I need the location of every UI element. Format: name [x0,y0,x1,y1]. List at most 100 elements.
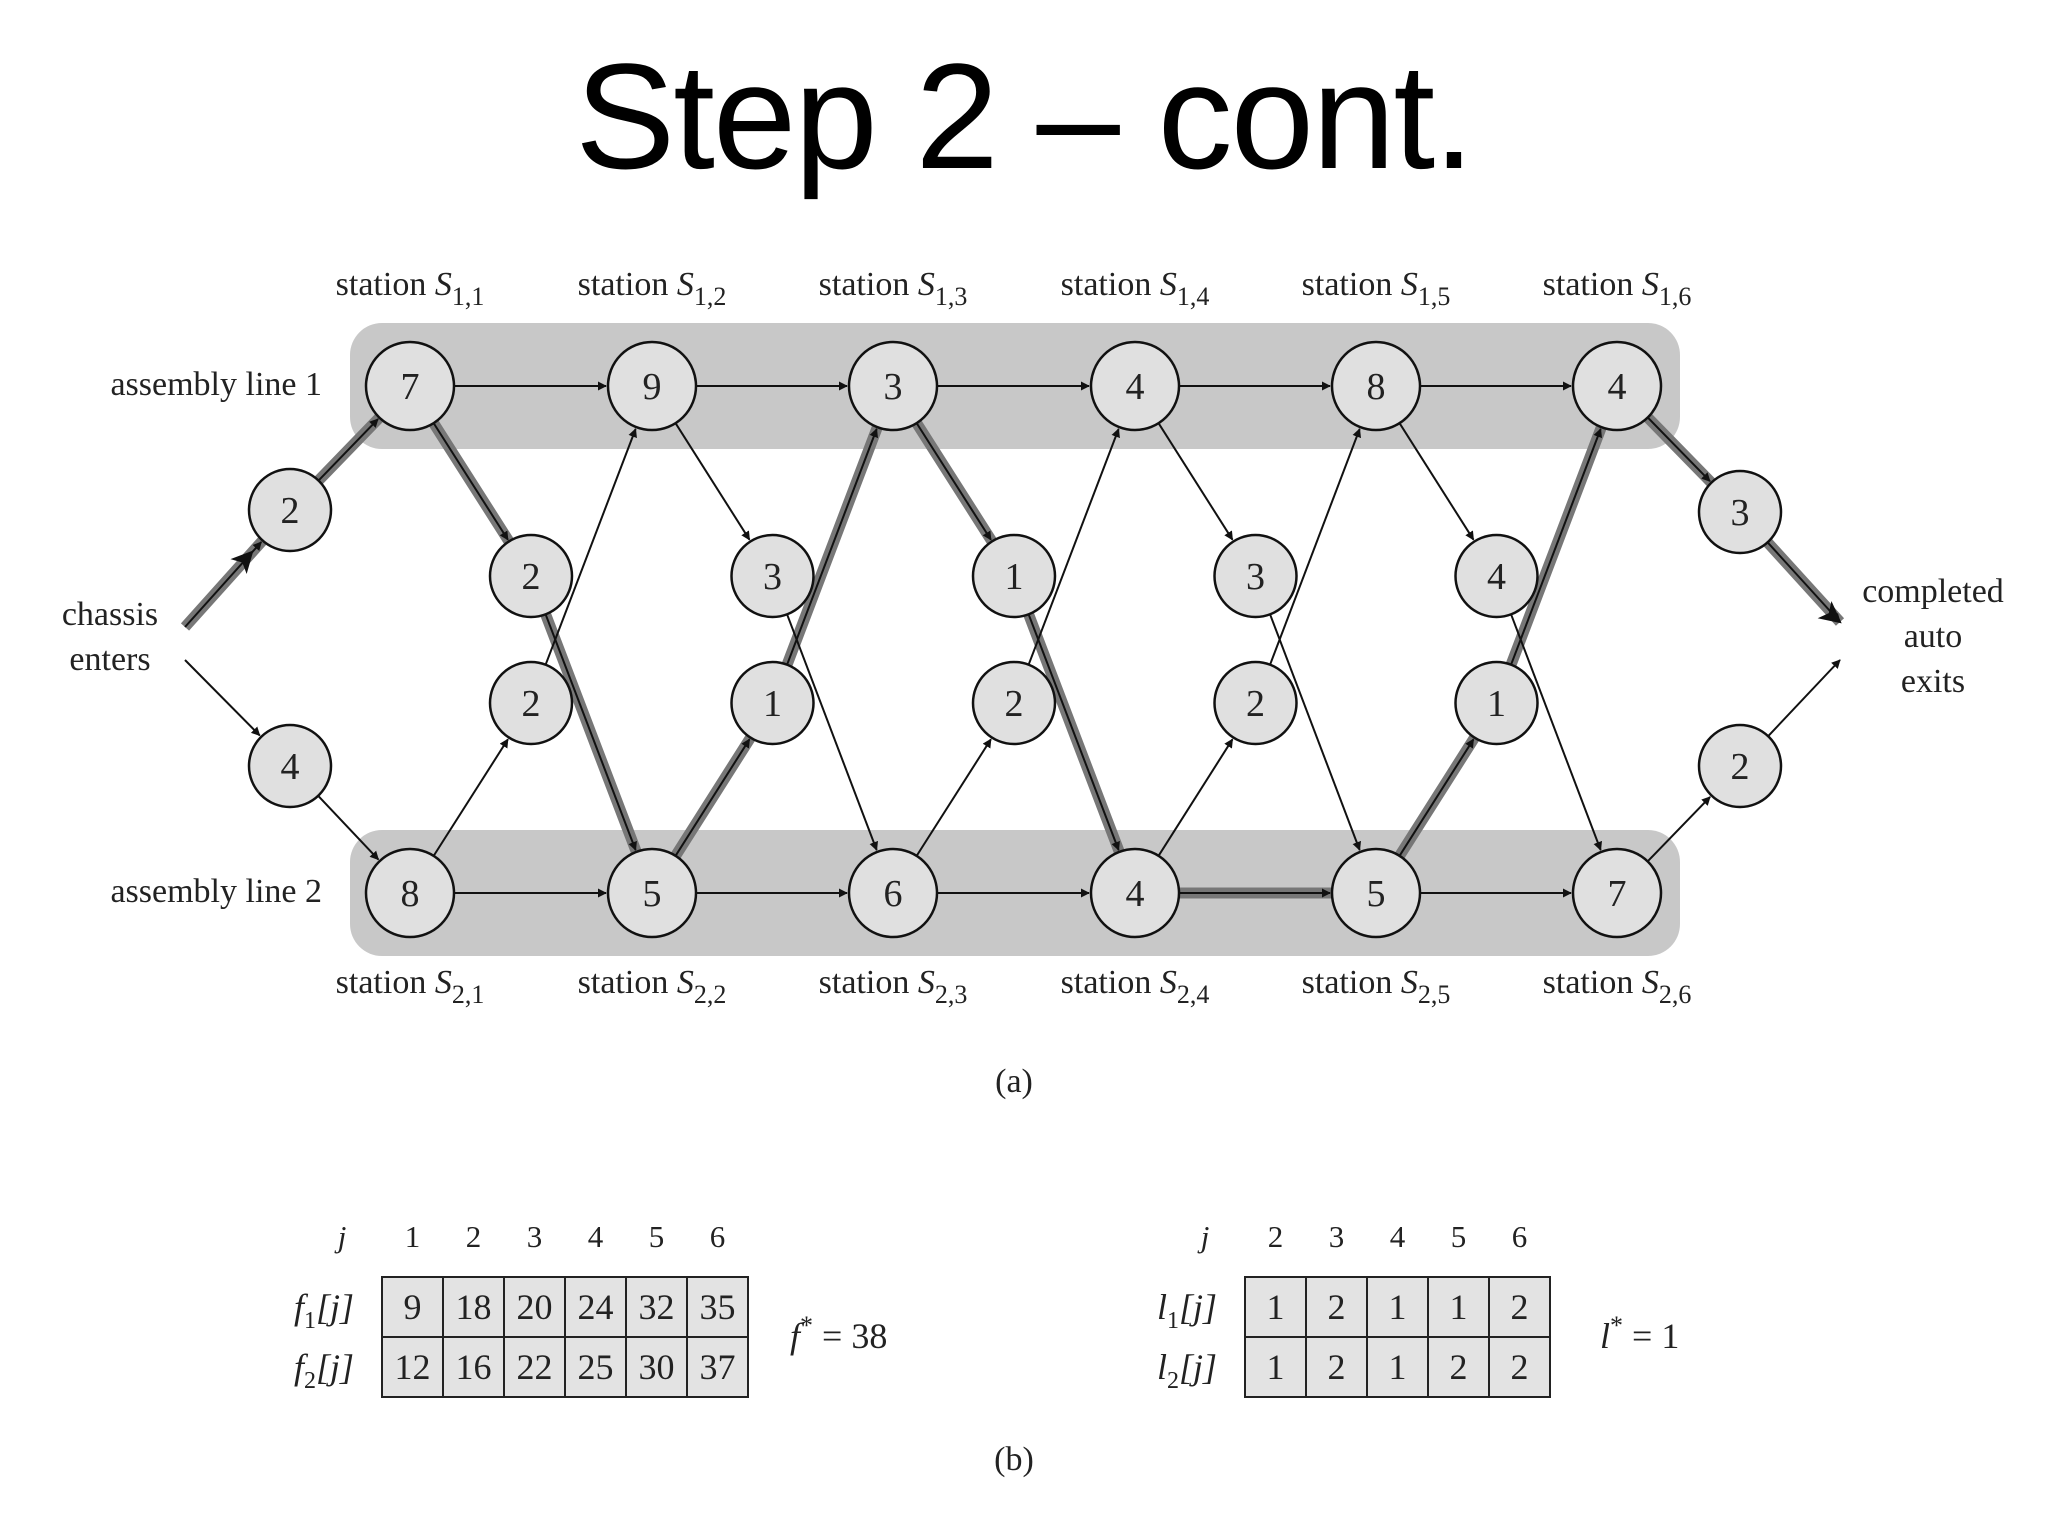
transfer-1-to-2-4-value: 3 [1246,556,1265,598]
station-s1-6-value: 4 [1608,366,1627,408]
exit-time-line2-value: 2 [1731,746,1750,788]
station-s1-6: 4 [1571,340,1663,432]
station-s1-1-value: 7 [401,366,420,408]
transfer-2-to-1-4: 2 [1213,660,1298,746]
g-ltable-cell-2-1: 1 [1267,1347,1285,1387]
station-s2-5: 5 [1330,847,1422,939]
station-label-s1-5: station S1,5 [1302,266,1451,311]
entry-time-line2-value: 4 [281,746,300,788]
station-s2-2-value: 5 [643,873,662,915]
transfer-2-to-1-2-value: 1 [763,683,782,725]
station-s1-2: 9 [606,340,698,432]
station-s1-3-value: 3 [884,366,903,408]
transfer-2-to-1-3-circle [971,660,1057,746]
edge-l2-to-t21-5 [1398,738,1475,857]
station-s1-6-circle [1571,340,1663,432]
g-ftable-cell-2-5: 30 [639,1347,675,1387]
station-label-s1-4: station S1,4 [1061,266,1210,311]
edge-t12-to-l2-1 [544,613,637,851]
station-s2-5-circle [1330,847,1422,939]
chassis-enters-label-1: chassis [62,596,158,633]
station-label-s1-1: station S1,1 [336,266,485,311]
station-s1-3: 3 [847,340,939,432]
edge-t21-to-l1-3 [1027,428,1120,666]
edge-l1-to-t12-5 [1398,422,1475,541]
caption-b: (b) [994,1441,1034,1478]
transfer-1-to-2-3-value: 1 [1005,556,1024,598]
transfer-2-to-1-4-circle [1213,660,1298,746]
station-s1-4-value: 4 [1126,366,1145,408]
station-s2-3: 6 [847,847,939,939]
transfer-2-to-1-1-value: 2 [522,683,541,725]
exit-time-line2-circle [1697,723,1783,809]
station-label-s2-5: station S2,5 [1302,964,1451,1009]
transfer-2-to-1-1-circle [488,660,574,746]
exit-time-line2: 2 [1697,723,1783,809]
slide-title: Step 2 – cont. [575,32,1475,200]
assembly-line-2-label: assembly line 2 [110,873,322,910]
g-ftable-j-5: 5 [649,1219,665,1254]
g-ltable-cell-1-4: 1 [1450,1287,1468,1327]
edge-l1-to-t12-2 [674,422,751,541]
transfer-1-to-2-1-circle [488,533,574,619]
station-label-s2-2: station S2,2 [578,964,727,1009]
chassis-enters-label-2: enters [69,641,150,678]
station-label-s1-3: station S1,3 [819,266,968,311]
station-s2-5-value: 5 [1367,873,1386,915]
transfer-2-to-1-5-value: 1 [1487,683,1506,725]
entry-time-line1-circle [247,467,333,553]
edge-t12-to-l2-3 [1027,613,1120,851]
exit-time-line1-value: 3 [1731,492,1750,534]
station-s1-1-circle [364,340,456,432]
station-s2-6-value: 7 [1608,873,1627,915]
optimal-path [180,380,1845,899]
g-ftable-cell-2-1: 12 [395,1347,431,1387]
g-ltable-j-2: 2 [1268,1219,1284,1254]
g-ftable-j-6: 6 [710,1219,726,1254]
g-ftable-result: f* = 38 [790,1311,887,1356]
g-ftable-j-4: 4 [588,1219,604,1254]
station-s2-3-value: 6 [884,873,903,915]
exit-time-line1: 3 [1697,469,1783,555]
station-s2-2: 5 [606,847,698,939]
transfer-1-to-2-1-value: 2 [522,556,541,598]
station-s1-5: 8 [1330,340,1422,432]
g-ltable-j-label: j [1197,1219,1210,1254]
transfer-1-to-2-2-circle [730,533,815,619]
exit-label-2: auto [1904,618,1963,655]
transfer-1-to-2-3-circle [971,533,1057,619]
g-ftable-j-1: 1 [405,1219,421,1254]
exit-label-1: completed [1862,573,2004,610]
g-ltable-cell-1-1: 1 [1267,1287,1285,1327]
station-label-s2-4: station S2,4 [1061,964,1210,1009]
station-s1-5-value: 8 [1367,366,1386,408]
edge-l2-to-t21-1 [432,738,509,857]
transfer-2-to-1-5-circle [1454,660,1539,746]
edge-l1-to-t12-1 [432,422,509,541]
station-s2-1-value: 8 [401,873,420,915]
station-s1-1: 7 [364,340,456,432]
station-s2-1-circle [364,847,456,939]
g-ftable-cell-1-3: 20 [517,1287,553,1327]
transfer-2-to-1-1: 2 [488,660,574,746]
transfer-2-to-1-2-circle [730,660,815,746]
station-s1-3-circle [847,340,939,432]
transfer-2-to-1-3: 2 [971,660,1057,746]
station-label-s1-2: station S1,2 [578,266,727,311]
edge-t21-to-l1-5 [1510,428,1602,666]
edge-t21-to-l1-1 [544,428,637,666]
transfer-1-to-2-3: 1 [971,533,1057,619]
edge-entry1-to-s11 [317,418,379,482]
edge-exit1-out [1766,541,1841,623]
edge-s16-to-exit1 [1647,416,1711,482]
entry-time-line2: 4 [247,723,333,809]
station-s2-1: 8 [364,847,456,939]
g-ltable-cell-2-2: 2 [1328,1347,1346,1387]
g-ltable-result: l* = 1 [1600,1311,1679,1356]
g-ltable-j-6: 6 [1512,1219,1528,1254]
edge-l2-to-t21-4 [1157,738,1234,857]
station-s1-5-circle [1330,340,1422,432]
transfer-1-to-2-2: 3 [730,533,815,619]
g-ltable-row-label-1: l1[j] [1157,1287,1217,1334]
